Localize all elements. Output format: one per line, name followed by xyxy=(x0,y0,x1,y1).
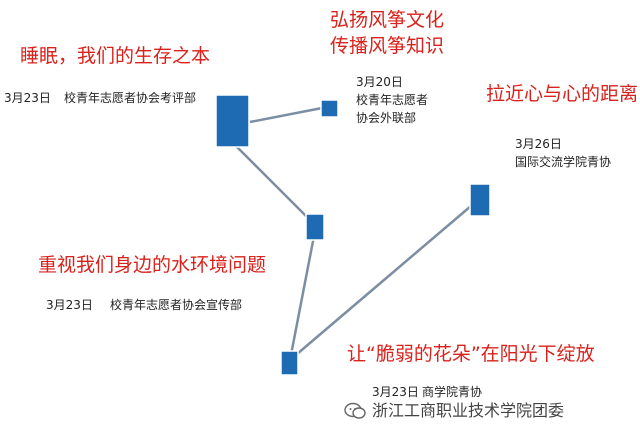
connector-sleep-water xyxy=(235,145,315,225)
event-nodes xyxy=(215,94,491,376)
event-title-hearts: 拉近心与心的距离 xyxy=(486,83,639,105)
event-org-sleep: 校青年志愿者协会考评部 xyxy=(64,91,197,105)
watermark: 浙江工商职业技术学院团委 xyxy=(344,401,564,421)
event-title-kite-line1: 弘扬风筝文化 xyxy=(330,9,445,31)
event-title-sleep: 睡眠，我们的生存之本 xyxy=(20,45,211,67)
wechat-icon xyxy=(344,402,366,419)
event-date-water: 3月23日 xyxy=(46,298,93,312)
event-org-kite-line1: 校青年志愿者 xyxy=(356,93,429,107)
event-org-hearts: 国际交流学院青协 xyxy=(515,155,612,169)
node-hearts xyxy=(469,183,491,217)
event-title-flowers: 让“脆弱的花朵”在阳光下绽放 xyxy=(347,343,595,365)
node-sleep xyxy=(215,94,250,148)
connector-lines xyxy=(235,106,479,361)
event-org-kite-line2: 协会外联部 xyxy=(356,111,417,125)
event-org-water: 校青年志愿者协会宣传部 xyxy=(110,298,243,312)
node-flowers xyxy=(280,350,299,376)
event-title-kite-line2: 传播风筝知识 xyxy=(330,35,445,57)
event-date-hearts: 3月26日 xyxy=(515,137,562,151)
connector-sleep-kite xyxy=(249,106,323,124)
node-water xyxy=(305,213,325,241)
watermark-text: 浙江工商职业技术学院团委 xyxy=(372,401,565,420)
event-title-water: 重视我们身边的水环境问题 xyxy=(38,254,267,276)
event-org-flowers: 商学院青协 xyxy=(422,385,483,399)
event-date-flowers: 3月23日 xyxy=(372,385,419,399)
event-date-sleep: 3月23日 xyxy=(4,91,51,105)
node-kite xyxy=(320,99,339,118)
event-date-kite: 3月20日 xyxy=(356,75,403,89)
connector-water-flowers xyxy=(288,235,316,361)
connector-flowers-hearts xyxy=(289,199,479,361)
